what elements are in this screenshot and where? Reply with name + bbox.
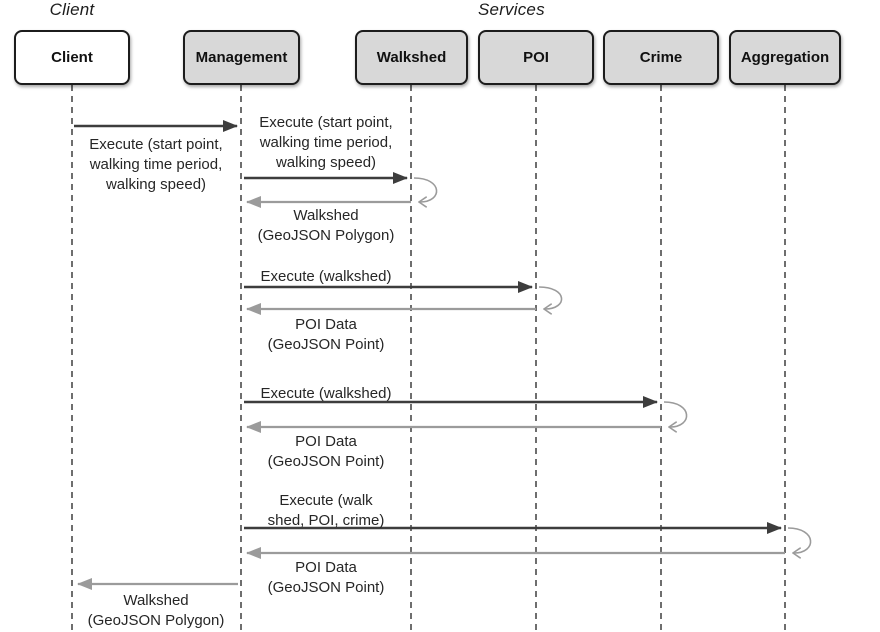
participant-label-management: Management bbox=[195, 49, 288, 66]
participant-box-aggregation: Aggregation bbox=[729, 30, 841, 85]
participant-box-management: Management bbox=[183, 30, 300, 85]
participant-box-crime: Crime bbox=[603, 30, 719, 85]
participant-label-poi: POI bbox=[523, 49, 549, 66]
participant-label-crime: Crime bbox=[639, 49, 683, 66]
return-label-walkshed-to-management: Walkshed (GeoJSON Polygon) bbox=[257, 207, 395, 244]
message-label-management-to-poi: Execute (walkshed) bbox=[260, 268, 392, 285]
message-label-management-to-walkshed: Execute (start point, walking time perio… bbox=[259, 114, 393, 171]
self-loop-poi bbox=[538, 286, 563, 309]
client-group-label: Client bbox=[49, 0, 95, 19]
participant-box-walkshed: Walkshed bbox=[355, 30, 468, 85]
return-label-aggregation-to-management: POI Data (GeoJSON Point) bbox=[267, 559, 385, 596]
participant-box-client: Client bbox=[14, 30, 130, 85]
message-label-client-to-management: Execute (start point, walking time perio… bbox=[89, 136, 223, 193]
return-label-crime-to-management: POI Data (GeoJSON Point) bbox=[267, 433, 385, 470]
message-label-management-to-aggregation: Execute (walk shed, POI, crime) bbox=[267, 492, 385, 529]
self-loop-aggregation bbox=[787, 527, 812, 553]
services-group-label: Services bbox=[478, 0, 545, 19]
return-label-poi-to-management: POI Data (GeoJSON Point) bbox=[267, 316, 385, 353]
self-loop-crime bbox=[663, 401, 688, 427]
self-loop-walkshed bbox=[413, 177, 438, 202]
participant-box-poi: POI bbox=[478, 30, 594, 85]
participant-label-client: Client bbox=[51, 49, 93, 66]
participant-label-walkshed: Walkshed bbox=[376, 49, 447, 66]
participant-label-aggregation: Aggregation bbox=[740, 49, 830, 66]
return-label-management-to-client: Walkshed (GeoJSON Polygon) bbox=[87, 592, 225, 629]
message-label-management-to-crime: Execute (walkshed) bbox=[260, 385, 392, 402]
